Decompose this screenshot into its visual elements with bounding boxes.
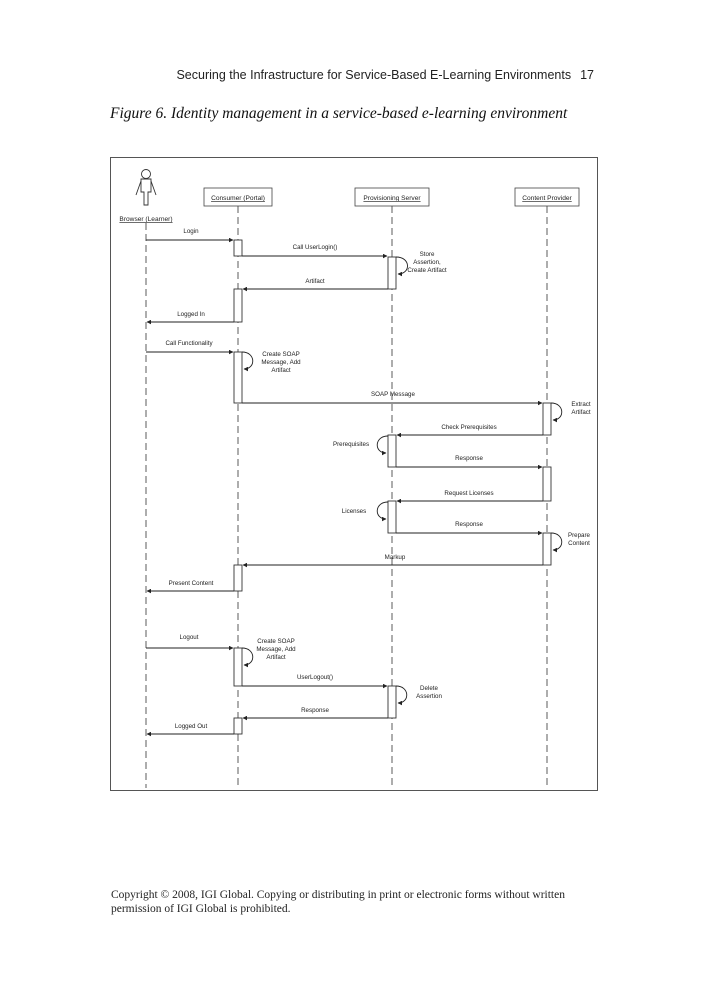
activation-bar bbox=[233, 288, 243, 323]
participant-consumer-label: Consumer (Portal) bbox=[211, 195, 265, 202]
participant-provisioning-box bbox=[354, 187, 430, 207]
note-delete-assertion-2: Assertion bbox=[416, 693, 442, 700]
self-arrow-extract-artifact bbox=[550, 402, 563, 423]
participant-consumer: Consumer (Portal) bbox=[203, 187, 273, 207]
message-label-markup: Markup bbox=[385, 554, 406, 561]
note-extract-artifact-2: Artifact bbox=[571, 409, 591, 416]
message-label-call-userlogin: Call UserLogin() bbox=[293, 244, 338, 251]
note-store-assertion-2: Assertion, bbox=[413, 259, 441, 266]
participant-content: Content Provider bbox=[514, 187, 580, 207]
message-label-logout: Logout bbox=[180, 634, 199, 641]
self-arrow-prepare-content bbox=[550, 532, 563, 553]
message-label-artifact: Artifact bbox=[305, 278, 325, 285]
activation-bar bbox=[542, 532, 552, 566]
note-prepare-content-2: Content bbox=[568, 540, 590, 547]
message-label-logged-out: Logged Out bbox=[175, 723, 208, 730]
note-delete-assertion-1: Delete bbox=[420, 685, 438, 692]
note-create-soap-2-line3: Artifact bbox=[266, 654, 286, 661]
message-label-present-content: Present Content bbox=[169, 580, 214, 587]
message-label-response-1: Response bbox=[455, 455, 483, 462]
activation-bar bbox=[233, 647, 243, 687]
note-create-soap-1-line1: Create SOAP bbox=[262, 351, 300, 358]
activation-bar bbox=[233, 239, 243, 257]
sequence-diagram-canvas: Browser (Learner) Consumer (Portal) Prov… bbox=[119, 169, 591, 788]
self-arrow-prerequisites bbox=[376, 435, 389, 456]
actor-icon bbox=[135, 169, 157, 206]
activation-bar bbox=[387, 434, 397, 468]
participant-content-box bbox=[514, 187, 580, 207]
participant-consumer-box bbox=[203, 187, 273, 207]
self-arrow-create-soap bbox=[241, 351, 254, 372]
message-label-logged-in: Logged In bbox=[177, 311, 205, 318]
activation-bar bbox=[233, 351, 243, 404]
running-title: Securing the Infrastructure for Service-… bbox=[176, 68, 572, 82]
message-label-request-licenses: Request Licenses bbox=[444, 490, 493, 497]
note-create-soap-2-line1: Create SOAP bbox=[257, 638, 295, 645]
note-extract-artifact-1: Extract bbox=[571, 401, 591, 408]
self-arrow-licenses bbox=[376, 501, 389, 522]
activation-bar bbox=[387, 685, 397, 719]
message-label-check-prerequisites: Check Prerequisites bbox=[441, 424, 496, 431]
self-arrow-delete-assertion bbox=[395, 685, 408, 706]
participant-browser: Browser (Learner) bbox=[119, 169, 173, 223]
figure-caption: Figure 6. Identity management in a servi… bbox=[110, 105, 568, 122]
participant-provisioning-label: Provisioning Server bbox=[363, 195, 421, 202]
note-prerequisites: Prerequisites bbox=[333, 441, 369, 448]
self-arrow-create-soap-2 bbox=[241, 647, 254, 668]
self-arrow-store-assertion bbox=[395, 256, 408, 277]
note-prepare-content-1: Prepare bbox=[568, 532, 591, 539]
message-label-soap-message: SOAP Message bbox=[371, 391, 415, 398]
activation-bar bbox=[233, 564, 243, 592]
activation-bar bbox=[233, 717, 243, 735]
activation-bar bbox=[542, 402, 552, 436]
message-label-response-2: Response bbox=[455, 521, 483, 528]
running-head: Securing the Infrastructure for Service-… bbox=[176, 68, 594, 82]
participant-browser-label: Browser (Learner) bbox=[119, 216, 172, 223]
note-create-soap-1-line3: Artifact bbox=[271, 367, 291, 374]
activation-bar bbox=[387, 500, 397, 534]
message-label-response-3: Response bbox=[301, 707, 329, 714]
note-create-soap-1-line2: Message, Add bbox=[261, 359, 301, 366]
message-label-login: Login bbox=[183, 228, 199, 235]
message-label-call-functionality: Call Functionality bbox=[165, 340, 213, 347]
participant-provisioning: Provisioning Server bbox=[354, 187, 430, 207]
note-store-assertion-3: Create Artifact bbox=[407, 267, 446, 274]
page-number: 17 bbox=[580, 68, 594, 82]
note-store-assertion-1: Store bbox=[420, 251, 435, 258]
participant-content-label: Content Provider bbox=[522, 195, 572, 202]
sequence-diagram: Browser (Learner) Consumer (Portal) Prov… bbox=[110, 157, 598, 791]
activation-bar bbox=[387, 256, 397, 290]
message-label-userlogout: UserLogout() bbox=[297, 674, 333, 681]
activation-bar bbox=[542, 466, 552, 502]
copyright-notice: Copyright © 2008, IGI Global. Copying or… bbox=[111, 889, 565, 915]
note-create-soap-2-line2: Message, Add bbox=[256, 646, 296, 653]
note-licenses: Licenses bbox=[342, 508, 366, 515]
